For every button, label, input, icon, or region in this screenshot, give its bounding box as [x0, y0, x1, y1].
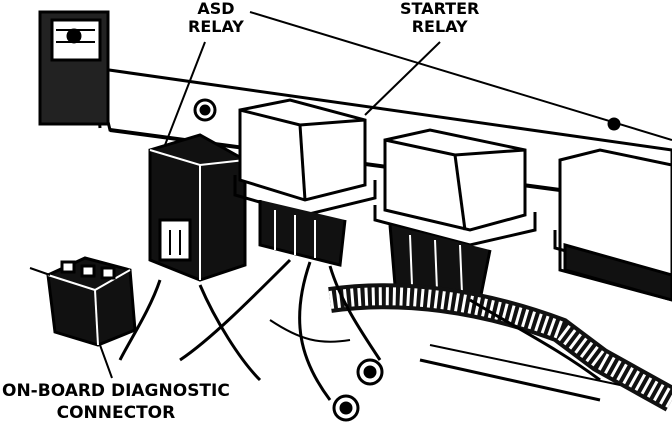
diagnostic-connector-body [46, 256, 137, 347]
asd-relay-label-line1: ASD [197, 0, 235, 18]
starter-relay-body [233, 98, 377, 267]
asd-relay-label: ASD RELAY [186, 0, 246, 36]
starter-relay-label-line2: RELAY [411, 17, 468, 36]
starter-relay-label: STARTER RELAY [398, 0, 481, 36]
wiring-harness [118, 258, 672, 412]
asd-relay-label-line2: RELAY [188, 17, 244, 36]
third-relay-body [373, 128, 537, 302]
asd-relay-body [148, 98, 247, 282]
diagnostic-connector-leader [99, 344, 113, 379]
leader-lines [29, 41, 441, 379]
diagnostic-connector-label-line1: ON-BOARD DIAGNOSTIC [2, 381, 230, 401]
asd-relay-leader [164, 41, 206, 146]
diagnostic-connector-label-line2: CONNECTOR [56, 403, 176, 423]
diagnostic-connector-label: ON-BOARD DIAGNOSTIC CONNECTOR [0, 380, 232, 424]
connector-tick [29, 267, 51, 276]
bolts [332, 358, 384, 422]
starter-relay-leader [364, 41, 441, 116]
mounting-block [38, 10, 110, 126]
far-right-relay-body [553, 148, 672, 302]
starter-relay-label-line1: STARTER [400, 0, 480, 18]
